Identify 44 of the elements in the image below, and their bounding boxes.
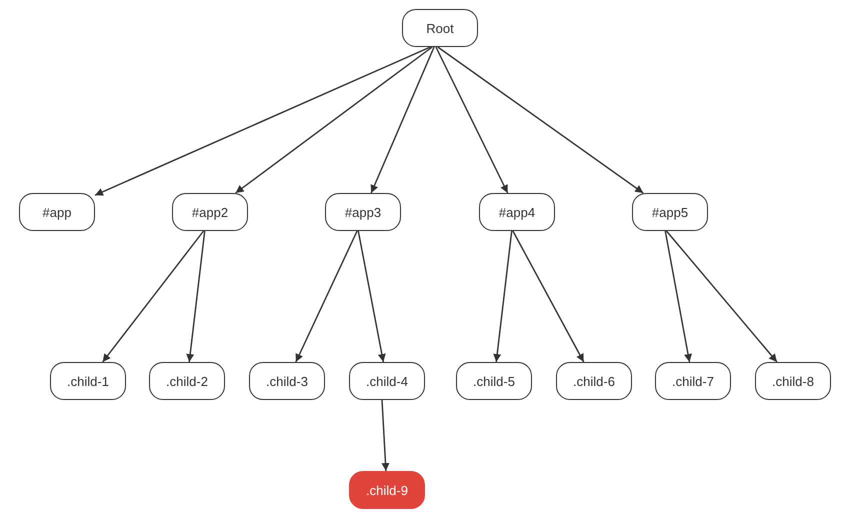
arrow: [358, 230, 386, 362]
node-label: Root: [426, 20, 454, 36]
arrow: [493, 230, 512, 362]
node-label: #app: [42, 204, 72, 220]
node-label: #app5: [652, 204, 688, 220]
arrow: [381, 400, 390, 472]
rounded-node-box: [349, 471, 425, 509]
rounded-node-box: [655, 362, 731, 400]
node-label: #app2: [192, 204, 228, 220]
rounded-node-box: [556, 362, 632, 400]
arrow: [435, 46, 508, 194]
arrow: [666, 230, 778, 362]
rounded-node-box: [19, 193, 95, 231]
node-label: .child-4: [366, 374, 408, 388]
rounded-node-box: [249, 362, 325, 400]
rounded-node-box: [50, 362, 126, 400]
rounded-node-box: [149, 362, 225, 400]
arrow: [437, 46, 644, 194]
rounded-node-box: [479, 193, 555, 231]
node-label: .child-8: [772, 374, 814, 388]
arrow: [102, 230, 204, 362]
arrow: [235, 46, 433, 194]
rounded-node-box: [456, 362, 532, 400]
rounded-node-box: [755, 362, 831, 400]
node-label: .child-1: [67, 374, 109, 388]
node-label: .child-9: [366, 482, 408, 498]
node-label: #app3: [344, 204, 382, 220]
rounded-node-box: [172, 193, 248, 231]
arrow: [94, 46, 431, 196]
node-label: #app4: [498, 204, 536, 220]
node-label: .child-2: [166, 374, 208, 388]
arrow: [664, 230, 692, 362]
rounded-node-box: [349, 362, 425, 400]
node-label: .child-6: [573, 374, 615, 388]
node-label: .child-5: [473, 374, 515, 388]
arrow: [295, 230, 358, 362]
rounded-node-box: [632, 193, 708, 231]
arrow: [186, 230, 206, 362]
arrow: [512, 230, 584, 362]
node-label: .child-3: [266, 374, 308, 388]
rounded-node-box: [325, 193, 401, 231]
rounded-node-box: [402, 9, 478, 47]
arrow: [370, 46, 435, 194]
node-label: .child-7: [672, 374, 714, 388]
